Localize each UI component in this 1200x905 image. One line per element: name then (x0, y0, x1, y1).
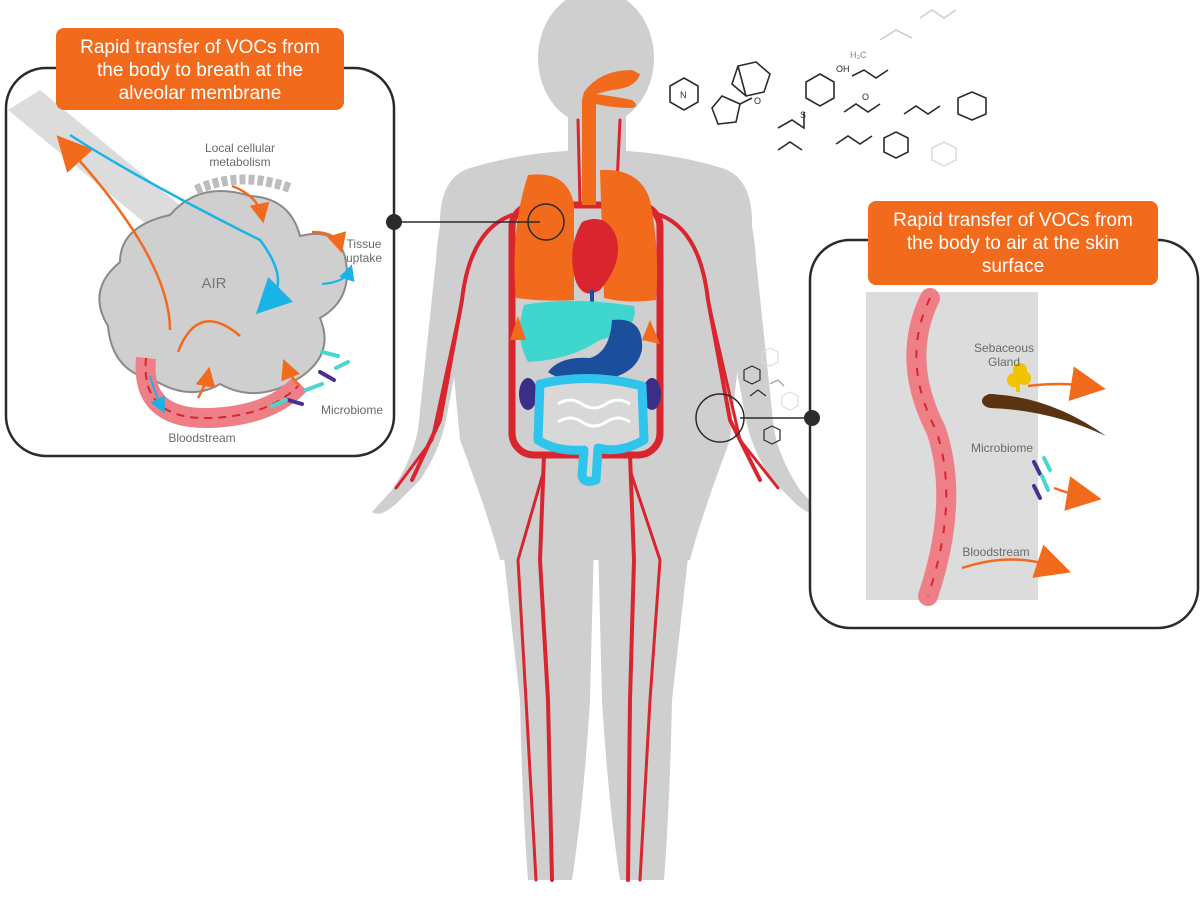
lung-zoom-ring (527, 203, 565, 241)
bronchiole-tube (8, 90, 210, 252)
svg-text:O: O (754, 96, 761, 106)
skin-callout-title: Rapid transfer of VOCs from the body to … (868, 201, 1158, 285)
microbiome-label-skin: Microbiome (971, 441, 1033, 455)
sebaceous-gland (1007, 363, 1031, 392)
breath-callout (4, 66, 565, 458)
svg-text:H₃C: H₃C (850, 50, 867, 60)
breath-callout-title: Rapid transfer of VOCs from the body to … (56, 28, 344, 110)
svg-text:N: N (680, 90, 687, 100)
skin-layer (866, 292, 1038, 600)
blood-voc-arrow (195, 366, 216, 399)
voc-molecules (669, 9, 987, 445)
intestines (533, 373, 649, 486)
liver (519, 300, 635, 362)
stomach (548, 319, 643, 381)
exhale-flow-arrow (56, 135, 172, 331)
pinene-molecule (731, 61, 771, 97)
kidneys (519, 378, 661, 410)
metabolism-arrow (231, 184, 270, 224)
cyclopentanone-molecule (711, 95, 741, 125)
circulation-arrows (510, 316, 660, 344)
bloodstream-label-skin: Bloodstream (962, 545, 1029, 559)
svg-text:OH: OH (836, 64, 850, 74)
cell-layer (193, 174, 292, 195)
hair-follicle (988, 394, 1106, 436)
skin-callout (695, 238, 1200, 630)
bloodstream-label-breath: Bloodstream (168, 431, 235, 445)
inhale-flow-arrow (69, 133, 293, 315)
skin-zoom-ring (695, 393, 745, 443)
tissue-in-arrow (311, 230, 347, 254)
lungs (514, 169, 658, 302)
skin-connector-dot (804, 410, 820, 426)
pyridine-molecule (669, 77, 699, 111)
svg-text:O: O (862, 92, 869, 102)
phenol-molecule (805, 73, 835, 107)
tissue-out-arrow (321, 264, 355, 285)
microbes-skin (1032, 456, 1052, 500)
microbiome-arrow (281, 359, 301, 387)
microbiome-label-breath: Microbiome (321, 403, 383, 417)
microbes-breath (270, 350, 350, 408)
microbiome-voc-arrow (1053, 476, 1102, 511)
svg-text:S: S (800, 110, 806, 120)
blood-voc-skin-arrow (961, 544, 1071, 578)
airway (582, 70, 640, 205)
gland-voc-arrow (1027, 366, 1106, 402)
breath-connector-dot (386, 214, 402, 230)
air-label: AIR (201, 275, 226, 292)
molecule-atom-labels: OH H₃C N O S O (680, 50, 869, 120)
